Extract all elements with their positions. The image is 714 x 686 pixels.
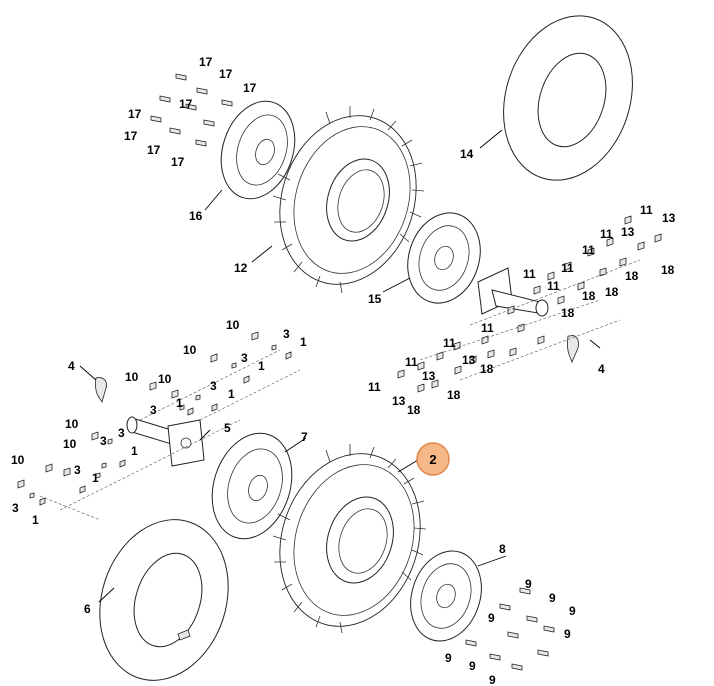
callout-13: 13: [422, 369, 436, 383]
callout-18: 18: [407, 403, 421, 417]
fasteners-left-group: [17, 331, 301, 521]
callout-17: 17: [219, 67, 233, 81]
rim-16: [220, 100, 296, 200]
callout-9: 9: [489, 673, 496, 686]
callout-10: 10: [125, 370, 139, 384]
callout-14: 14: [460, 147, 474, 161]
callout-9: 9: [525, 577, 532, 591]
callout-4: 4: [68, 359, 75, 373]
callout-11: 11: [600, 227, 613, 241]
rim-7: [211, 432, 293, 540]
callout-10: 10: [11, 453, 25, 467]
callout-labels: 17 17 17 17 17 17 17 17 16 12 15 14 11 1…: [11, 55, 676, 686]
callout-11: 11: [443, 336, 456, 350]
callout-17: 17: [128, 107, 142, 121]
callout-1: 1: [32, 513, 39, 527]
callout-17: 17: [179, 97, 193, 111]
callout-15: 15: [368, 292, 382, 306]
callout-18: 18: [561, 306, 575, 320]
callout-1: 1: [176, 396, 183, 410]
callout-3: 3: [100, 434, 107, 448]
callout-8: 8: [499, 542, 506, 556]
callout-17: 17: [124, 129, 138, 143]
callout-10: 10: [158, 372, 172, 386]
fasteners-right-group: [397, 215, 662, 393]
callout-9: 9: [549, 591, 556, 605]
callout-1: 1: [131, 444, 138, 458]
callout-10: 10: [183, 343, 197, 357]
callout-13: 13: [662, 211, 676, 225]
callout-17: 17: [147, 143, 161, 157]
callout-11: 11: [582, 243, 595, 257]
rim-15: [407, 212, 481, 304]
bracket-4-left: [95, 377, 107, 403]
inner-tube-top: [503, 15, 633, 181]
callout-13: 13: [392, 394, 406, 408]
callout-4: 4: [598, 362, 605, 376]
callout-3: 3: [210, 379, 217, 393]
callout-3: 3: [150, 403, 157, 417]
callout-18: 18: [625, 269, 639, 283]
callout-10: 10: [65, 417, 79, 431]
axle-hub-left: [126, 416, 205, 467]
callout-10: 10: [226, 318, 240, 332]
callout-1: 1: [228, 387, 235, 401]
callout-3: 3: [74, 463, 81, 477]
callout-1: 1: [258, 359, 265, 373]
callout-9: 9: [569, 604, 576, 618]
callout-18: 18: [582, 289, 596, 303]
callout-3: 3: [12, 501, 19, 515]
callout-11: 11: [561, 261, 574, 275]
callout-9: 9: [469, 659, 476, 673]
callout-17: 17: [199, 55, 213, 69]
callout-1: 1: [300, 335, 307, 349]
callout-6: 6: [84, 602, 91, 616]
callout-12: 12: [234, 261, 248, 275]
tyre-2: [272, 444, 427, 634]
callout-18: 18: [447, 388, 461, 402]
callout-16: 16: [189, 209, 203, 223]
callout-11: 11: [547, 279, 560, 293]
leader-lines: [79, 129, 601, 603]
callout-11: 11: [368, 380, 381, 394]
callout-3: 3: [118, 426, 125, 440]
callout-18: 18: [480, 362, 494, 376]
callout-1: 1: [92, 471, 99, 485]
callout-3: 3: [241, 351, 248, 365]
callout-9: 9: [445, 651, 452, 665]
callout-2-label: 2: [429, 452, 436, 467]
callout-7: 7: [301, 430, 308, 444]
callout-11: 11: [523, 267, 536, 281]
callout-18: 18: [661, 263, 675, 277]
callout-17: 17: [171, 155, 185, 169]
callout-13: 13: [462, 353, 476, 367]
callout-3: 3: [283, 327, 290, 341]
callout-9: 9: [564, 627, 571, 641]
callout-11: 11: [640, 203, 653, 217]
bolts-17: [150, 73, 233, 147]
callout-9: 9: [488, 611, 495, 625]
callout-11: 11: [405, 355, 418, 369]
callout-11: 11: [481, 321, 494, 335]
bolts-9: [465, 587, 555, 671]
highlighted-callout-2[interactable]: 2: [416, 442, 450, 476]
callout-17: 17: [243, 81, 257, 95]
callout-13: 13: [621, 225, 635, 239]
tyre-12: [272, 106, 425, 294]
axle-hub-right: [477, 267, 549, 317]
bracket-4-right: [567, 335, 579, 364]
callout-10: 10: [63, 437, 77, 451]
inner-tube-bottom: [99, 519, 229, 681]
rim-8: [410, 550, 482, 642]
callout-5: 5: [224, 421, 231, 435]
callout-18: 18: [605, 285, 619, 299]
